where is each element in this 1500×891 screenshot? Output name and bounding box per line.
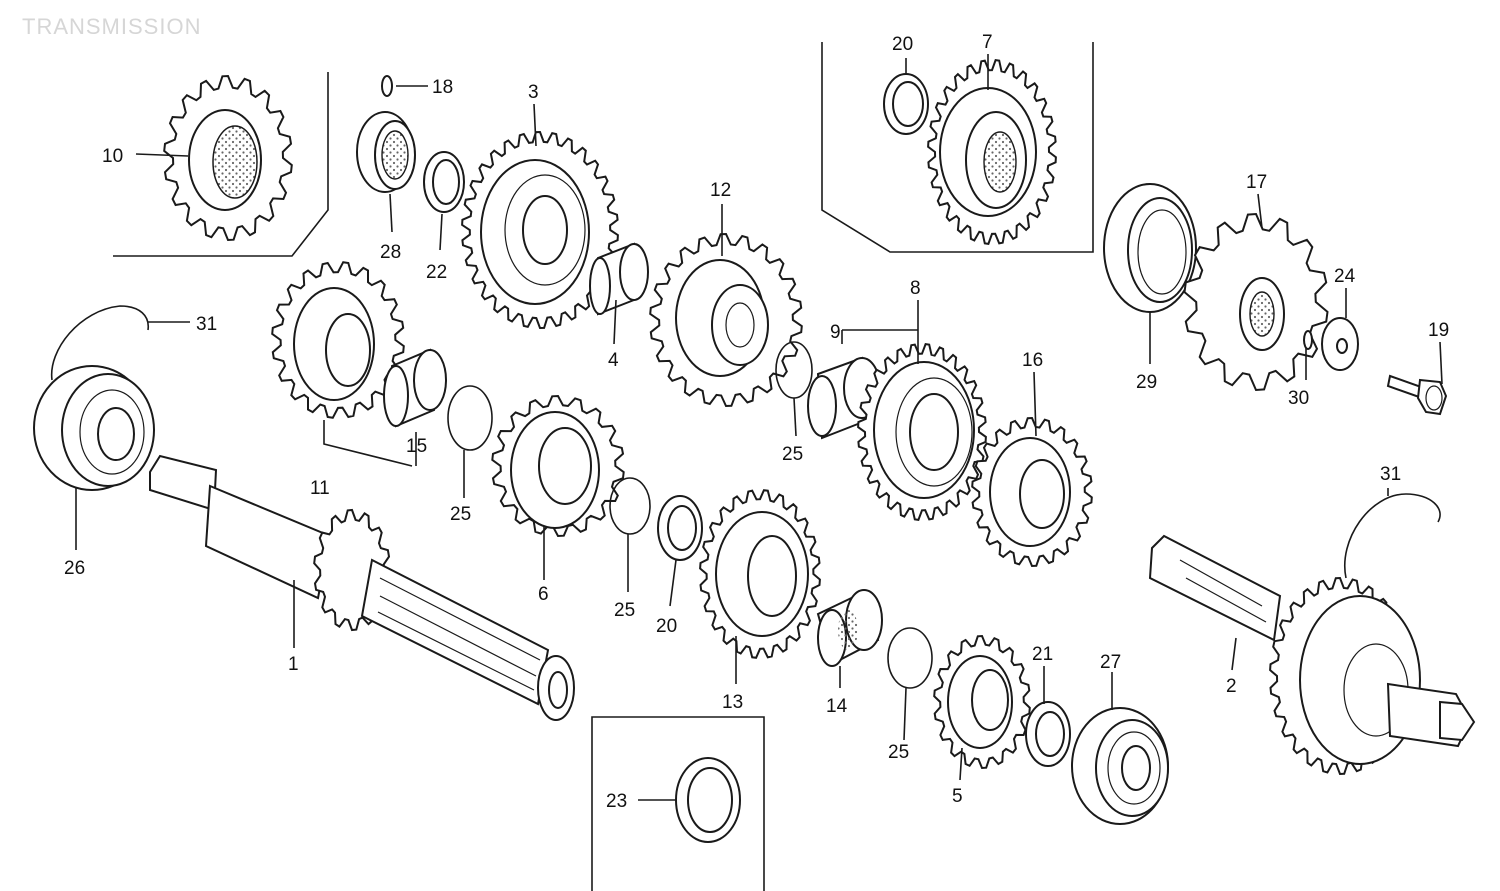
- spline-bushing-15: [383, 348, 447, 428]
- splined-washer-20-inset: [883, 73, 929, 135]
- ball-bearing-26: [33, 365, 155, 491]
- mainshaft-1: [149, 454, 575, 721]
- callout-8: 8: [910, 278, 921, 299]
- gear-3: [461, 130, 619, 330]
- inset-frame-washer-23: [591, 716, 765, 891]
- diagram-watermark: TRANSMISSION: [22, 14, 202, 39]
- gear-7: [927, 58, 1057, 246]
- callout-7: 7: [982, 32, 993, 53]
- callout-6: 6: [538, 584, 549, 605]
- callout-21: 21: [1032, 644, 1053, 665]
- callout-15: 15: [406, 436, 427, 457]
- callout-20-inset: 20: [892, 34, 913, 55]
- oil-seal-29: [1103, 183, 1197, 313]
- callout-25-d: 25: [888, 742, 909, 763]
- callout-23: 23: [606, 791, 627, 812]
- callout-11: 11: [310, 478, 330, 499]
- ball-bearing-27: [1071, 707, 1169, 825]
- callout-10: 10: [102, 146, 123, 167]
- callout-22: 22: [426, 262, 447, 283]
- callout-2: 2: [1226, 676, 1237, 697]
- callout-31-left: 31: [196, 314, 217, 335]
- callout-24: 24: [1334, 266, 1356, 287]
- leader-lines: [75, 54, 1443, 801]
- circlip-25-a: [447, 385, 493, 451]
- callout-31-right: 31: [1380, 464, 1401, 485]
- callout-13: 13: [722, 692, 743, 713]
- drive-sprocket-17: [1183, 212, 1329, 392]
- callout-26: 26: [64, 558, 85, 579]
- thrust-washer-21: [1025, 701, 1071, 767]
- callout-3: 3: [528, 82, 539, 103]
- callout-28: 28: [380, 242, 401, 263]
- callout-14: 14: [826, 696, 848, 717]
- callout-30: 30: [1288, 388, 1309, 409]
- callout-27: 27: [1100, 652, 1121, 673]
- circlip-25-d: [887, 627, 933, 689]
- gear-10: [163, 74, 293, 242]
- needle-bearing-28: [356, 111, 416, 193]
- callout-29: 29: [1136, 372, 1157, 393]
- callout-25-c: 25: [614, 600, 635, 621]
- thrust-washer-22: [423, 151, 465, 213]
- gear-6: [491, 394, 625, 538]
- callout-20: 20: [656, 616, 677, 637]
- callout-19: 19: [1428, 320, 1449, 341]
- callout-12: 12: [710, 180, 731, 201]
- countershaft-2: [1148, 534, 1476, 776]
- callout-4: 4: [608, 350, 619, 371]
- bushing-4: [589, 242, 649, 316]
- callout-labels: 10 18 28 22 3 4 12 20 7 17 29 24 30 19 3…: [64, 32, 1449, 812]
- washer-23: [675, 757, 741, 843]
- callout-5: 5: [952, 786, 963, 807]
- bolt-19: [1386, 374, 1448, 416]
- pin-18: [381, 75, 393, 97]
- inset-frame-gear-7: [821, 42, 1094, 253]
- gear-5: [933, 634, 1031, 770]
- callout-25-b: 25: [782, 444, 803, 465]
- circlip-25-c: [609, 477, 651, 535]
- callout-17: 17: [1246, 172, 1267, 193]
- splined-washer-20: [657, 495, 703, 561]
- gear-12: [649, 232, 803, 408]
- callout-9: 9: [830, 322, 841, 343]
- inset-frame-gear-10: [113, 72, 329, 257]
- circlip-31-right: [1344, 493, 1441, 579]
- callout-18: 18: [432, 77, 453, 98]
- callout-16: 16: [1022, 350, 1043, 371]
- gear-11: [271, 261, 405, 419]
- needle-bearing-14: [816, 589, 883, 667]
- callout-1: 1: [288, 654, 299, 675]
- gear-13: [699, 489, 821, 659]
- circlip-31-left: [50, 305, 149, 381]
- washer-24: [1321, 317, 1359, 371]
- washer-30: [1303, 330, 1313, 350]
- gear-16: [971, 416, 1093, 568]
- callout-25-a: 25: [450, 504, 471, 525]
- gear-8: [857, 342, 987, 522]
